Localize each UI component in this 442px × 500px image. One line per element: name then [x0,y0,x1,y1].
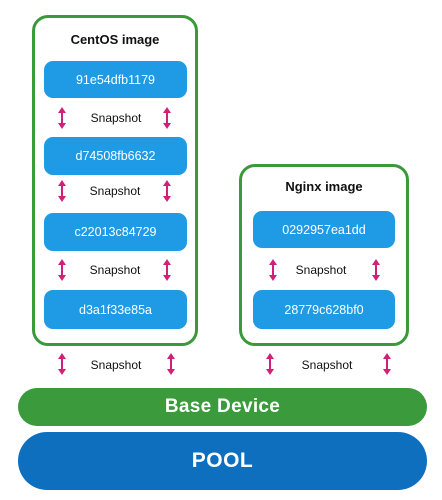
snapshot-label: Snapshot [90,358,142,372]
centos-image-title: CentOS image [70,32,160,47]
double-arrow-icon [58,107,66,129]
double-arrow-icon [266,353,274,375]
snapshot-label: Snapshot [89,184,141,198]
centos-layer-4: d3a1f33e85a [44,290,187,329]
double-arrow-icon [269,259,277,281]
double-arrow-icon [163,107,171,129]
base-device-band: Base Device [18,388,427,426]
nginx-layer-2: 28779c628bf0 [253,290,395,329]
pool-label: POOL [191,449,254,472]
base-device-label: Base Device [164,396,281,417]
double-arrow-icon [163,180,171,202]
pool-band: POOL [18,432,427,490]
nginx-layer-1: 0292957ea1dd [253,211,395,248]
nginx-image-title: Nginx image [285,179,363,194]
snapshot-label: Snapshot [89,263,141,277]
double-arrow-icon [58,353,66,375]
double-arrow-icon [167,353,175,375]
snapshot-label: Snapshot [301,358,353,372]
centos-layer-1: 91e54dfb1179 [44,61,187,98]
centos-layer-3: c22013c84729 [44,213,187,251]
double-arrow-icon [58,259,66,281]
snapshot-label: Snapshot [295,263,347,277]
centos-layer-2: d74508fb6632 [44,137,187,175]
snapshot-label: Snapshot [90,111,142,125]
double-arrow-icon [372,259,380,281]
double-arrow-icon [163,259,171,281]
double-arrow-icon [383,353,391,375]
double-arrow-icon [58,180,66,202]
